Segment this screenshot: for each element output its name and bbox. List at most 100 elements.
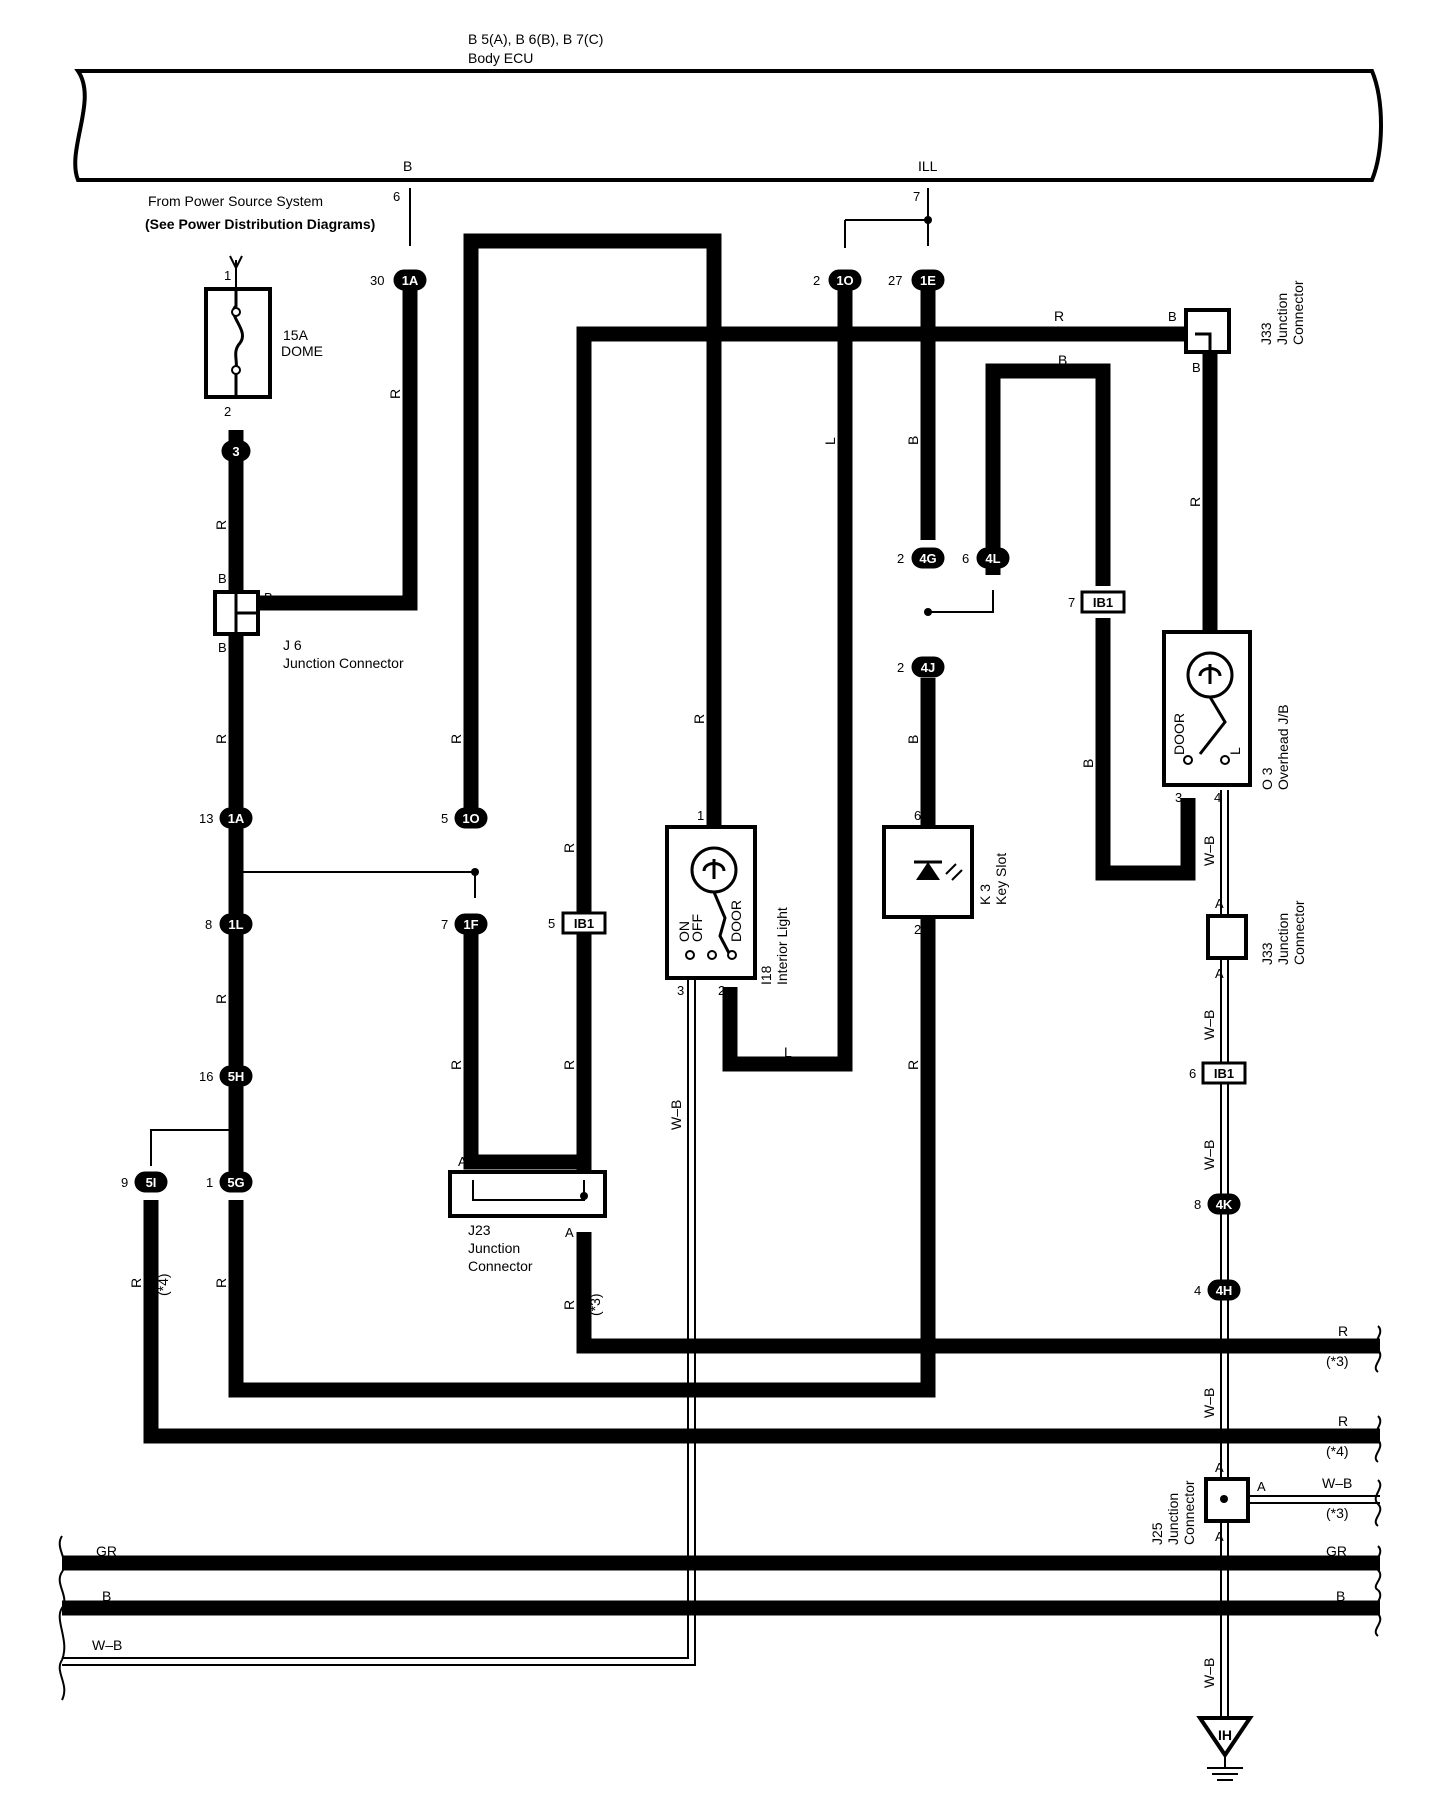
wire-label: R	[213, 734, 229, 744]
connector-5g-pin: 1	[206, 1175, 213, 1190]
break-mark-b-right	[1374, 1589, 1382, 1637]
j33-mid-pin-bottom: A	[1215, 966, 1224, 981]
connector-4h: 4H	[1216, 1283, 1233, 1298]
j25-pin-bottom: A	[1215, 1529, 1224, 1544]
wire-label: W–B	[668, 1100, 684, 1130]
j33-mid-name2: Connector	[1291, 900, 1307, 965]
wire-r-1o-loop	[463, 233, 722, 826]
i18-id: I18	[758, 965, 774, 985]
j6-name: Junction Connector	[283, 655, 404, 671]
j33-top-pin-left: B	[1168, 309, 1177, 324]
note-3-left: (*3)	[587, 1293, 603, 1316]
wire-wb-interior-ground	[62, 960, 696, 1666]
junction-line-4g-4l	[928, 590, 994, 613]
wire-label: GR	[96, 1543, 117, 1559]
wire-label: R	[561, 1060, 577, 1070]
i18-pin3: 3	[677, 983, 684, 998]
connector-ib1-6-pin: 6	[1189, 1066, 1196, 1081]
break-mark-gr-right	[1374, 1545, 1382, 1591]
junction-dots	[232, 216, 932, 1134]
key-slot-k3: 6 2 K 3 Key Slot	[882, 808, 1009, 937]
o3-id: O 3	[1259, 767, 1275, 790]
wire-label: R	[1187, 497, 1203, 507]
break-mark-left	[58, 1535, 66, 1701]
ecu-pin-b: 6	[393, 189, 400, 204]
wire-label: B	[102, 1588, 111, 1604]
j25-pin-top: A	[1215, 1460, 1224, 1475]
connector-5i: 5I	[146, 1175, 157, 1190]
k3-pin6: 6	[914, 808, 921, 823]
j33-top-pin-bottom: B	[1192, 360, 1201, 375]
body-ecu: B 5(A), B 6(B), B 7(C) Body ECU B ILL 6 …	[73, 31, 1383, 204]
wire-r-keyslot-return	[228, 918, 936, 1398]
wire-r-bottom-3	[576, 1232, 1380, 1354]
j33-top-name1: Junction	[1274, 293, 1290, 345]
j25-id: J25	[1149, 1522, 1165, 1545]
wire-label: W–B	[1201, 1388, 1217, 1418]
ecu-pin-ill: 7	[913, 189, 920, 204]
power-source-line1: From Power Source System	[148, 193, 323, 209]
wire-r-bottom-4	[143, 1200, 1380, 1444]
connector-1e-pin: 27	[888, 273, 902, 288]
connector-4k-pin: 8	[1194, 1197, 1201, 1212]
j25-pin-right: A	[1257, 1479, 1266, 1494]
power-source-line2: (See Power Distribution Diagrams)	[145, 216, 375, 232]
k3-pin2: 2	[914, 922, 921, 937]
connector-4k: 4K	[1216, 1197, 1233, 1212]
junction-connector-j23: A A A J23 Junction Connector	[448, 1154, 607, 1274]
wire-wb-j25-right	[1246, 1495, 1380, 1504]
ground-id: IH	[1218, 1727, 1232, 1743]
ecu-terminal-b: B	[403, 158, 412, 174]
wire-label: R	[561, 1300, 577, 1310]
connector-ib1-7-pin: 7	[1068, 595, 1075, 610]
connector-4j: 4J	[921, 660, 935, 675]
connector-ib1-6: IB1	[1214, 1066, 1234, 1081]
j23-pin-a1: A	[458, 1154, 467, 1169]
connector-1a-top-pin: 30	[370, 273, 384, 288]
connector-4g-pin: 2	[897, 551, 904, 566]
note-3-right: (*3)	[1326, 1353, 1349, 1369]
j23-name1: Junction	[468, 1240, 520, 1256]
wire-label: B	[1058, 352, 1067, 368]
fuse-pin-in: 1	[224, 268, 231, 283]
connector-1a-top: 1A	[402, 273, 419, 288]
wire-label: W–B	[1201, 1140, 1217, 1170]
connector-1a-mid-pin: 13	[199, 811, 213, 826]
wire-r-j33-ib1	[576, 326, 1195, 1178]
connector-ib1-5-pin: 5	[548, 916, 555, 931]
j33-mid-name1: Junction	[1275, 913, 1291, 965]
wire-label: R	[1338, 1413, 1348, 1429]
junction-connector-j25: A A A J25 Junction Connector	[1149, 1460, 1266, 1545]
connector-4l: 4L	[985, 551, 1000, 566]
wire-label: GR	[1326, 1543, 1347, 1559]
junction-line-5h-5i	[150, 1129, 236, 1166]
connector-3: 3	[232, 444, 239, 459]
note-4-right: (*4)	[1326, 1443, 1349, 1459]
o3-l-label: L	[1227, 747, 1243, 755]
ground-ih: IH	[1196, 1716, 1254, 1781]
connector-4l-pin: 6	[962, 551, 969, 566]
ecu-terminal-ill: ILL	[918, 158, 938, 174]
connector-ib1-5: IB1	[574, 916, 594, 931]
fuse-15a-dome: 15A DOME 1 2 From Power Source System (S…	[145, 193, 375, 419]
o3-name: Overhead J/B	[1275, 704, 1291, 790]
wire-label: R	[387, 389, 403, 399]
k3-name: Key Slot	[993, 853, 1009, 905]
k3-id: K 3	[977, 884, 993, 905]
fuse-name: DOME	[281, 343, 323, 359]
wire-label: W–B	[1322, 1475, 1352, 1491]
junction-connector-j33-mid: A A J33 Junction Connector	[1206, 896, 1307, 981]
i18-off-label: OFF	[689, 914, 705, 942]
junction-line-1a-1f	[236, 871, 476, 898]
ground-triangle-icon	[1196, 1716, 1254, 1759]
j25-name2: Connector	[1181, 1480, 1197, 1545]
wire-label: R	[213, 1278, 229, 1288]
connector-ib1-7: IB1	[1093, 595, 1113, 610]
wire-label: R	[1338, 1323, 1348, 1339]
fuse-rating: 15A	[283, 327, 309, 343]
ecu-parts-label: B 5(A), B 6(B), B 7(C)	[468, 31, 603, 47]
connector-1f-pin: 7	[441, 917, 448, 932]
fuse-pin-out: 2	[224, 404, 231, 419]
j23-pin-a3: A	[565, 1225, 574, 1240]
